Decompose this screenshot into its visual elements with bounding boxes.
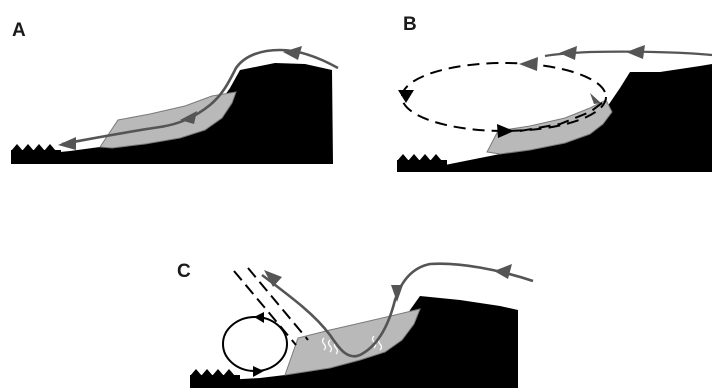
panel-c-trees xyxy=(190,369,240,388)
panel-a-trees xyxy=(11,144,61,164)
panel-a-flow-arrowhead xyxy=(58,137,76,150)
panel-b xyxy=(397,45,712,172)
panel-b-flow-arrowhead xyxy=(559,46,577,60)
panel-c-flow-arrowhead xyxy=(253,366,264,377)
panel-b-trees xyxy=(397,154,447,172)
panel-c-flow-arrowhead xyxy=(391,285,403,302)
panel-c xyxy=(190,264,533,388)
panel-c-circulation-loop xyxy=(223,317,287,371)
panel-b-flow-arrowhead xyxy=(626,45,645,59)
panel-a xyxy=(11,46,338,164)
panel-a-flow-arrowhead xyxy=(283,46,302,60)
panel-b-flow-arrowhead xyxy=(590,93,601,104)
panel-b-circulation-loop xyxy=(402,63,606,131)
panel-b-flow-arrowhead xyxy=(398,90,414,103)
panel-c-flow-arrowhead xyxy=(494,264,512,279)
panel-c-flow-arrowhead xyxy=(254,312,264,323)
panel-b-flow-arrowhead xyxy=(519,57,538,71)
panel-c-dashed-line xyxy=(234,271,296,345)
